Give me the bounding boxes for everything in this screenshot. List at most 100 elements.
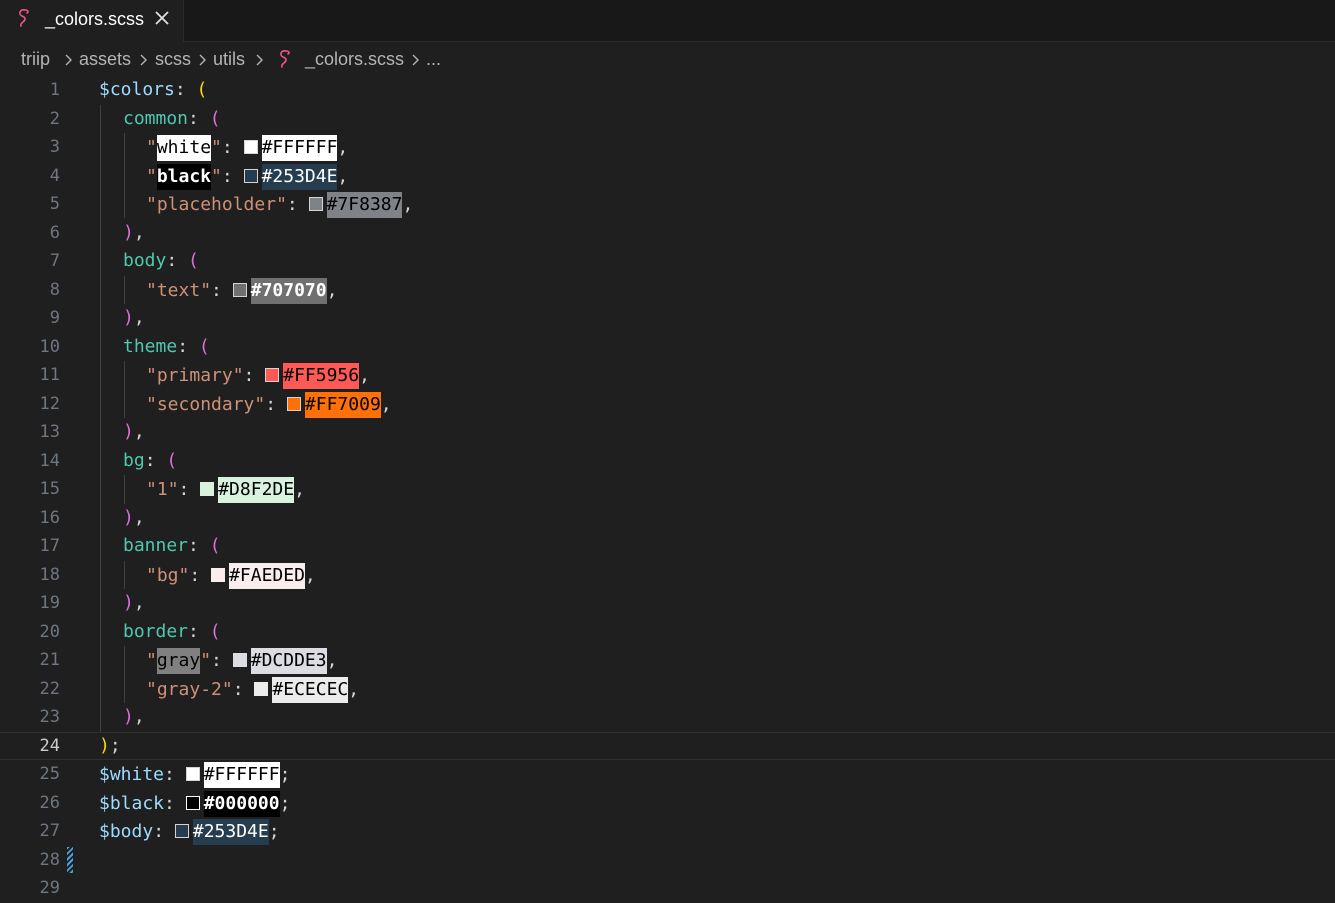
code-line[interactable]: 4 "black": #253D4E, bbox=[0, 162, 1335, 191]
line-number: 20 bbox=[39, 621, 60, 642]
line-number: 5 bbox=[49, 194, 60, 214]
color-swatch[interactable] bbox=[174, 824, 189, 838]
token-string: black bbox=[156, 163, 212, 190]
line-number: 22 bbox=[39, 678, 60, 699]
color-value: #FAEDED bbox=[229, 562, 305, 589]
code-line[interactable]: 18 "bg": #FAEDED, bbox=[0, 561, 1335, 590]
color-swatch[interactable] bbox=[243, 140, 258, 154]
line-number: 4 bbox=[49, 165, 60, 186]
breadcrumb: triip assets scss utils _colors.scss ... bbox=[0, 42, 1335, 76]
line-number: 27 bbox=[39, 821, 60, 841]
breadcrumb-item-more[interactable]: ... bbox=[426, 49, 442, 69]
code-line[interactable]: 10 theme: ( bbox=[39, 335, 210, 357]
code-line[interactable]: 9 ), bbox=[49, 307, 145, 328]
color-swatch[interactable] bbox=[286, 396, 301, 411]
line-number: 28 bbox=[39, 849, 60, 870]
token-key: theme bbox=[123, 335, 178, 357]
line-number: 1 bbox=[49, 80, 60, 100]
line-number: 24 bbox=[39, 735, 60, 756]
code-line[interactable]: 26 $black: #000000; bbox=[0, 789, 1335, 818]
modified-gutter-marker bbox=[67, 846, 73, 873]
breadcrumb-item-triip[interactable]: triip bbox=[21, 49, 51, 69]
line-number: 8 bbox=[49, 279, 60, 300]
indent-guide bbox=[124, 133, 125, 218]
indent-guide bbox=[100, 104, 101, 732]
token-variable: $colors bbox=[99, 79, 175, 100]
token-string: white bbox=[156, 135, 212, 161]
breadcrumb-item-utils[interactable]: utils bbox=[213, 49, 246, 69]
token-string: gray bbox=[156, 648, 201, 674]
line-number: 7 bbox=[49, 251, 60, 271]
tab-label: _colors.scss bbox=[45, 9, 145, 29]
tab-colors-scss[interactable]: _colors.scss bbox=[0, 0, 184, 42]
code-line[interactable]: 23 ), bbox=[39, 706, 145, 727]
code-editor[interactable]: 1 $colors: ( 2 common: ( 3 "white": #FFF… bbox=[0, 76, 1335, 898]
token-variable: $black bbox=[99, 792, 165, 814]
code-line[interactable]: 13 ), bbox=[39, 421, 145, 442]
code-line[interactable]: 17 banner: ( bbox=[39, 535, 221, 556]
token-string: 1 bbox=[156, 479, 168, 500]
color-swatch[interactable] bbox=[232, 653, 247, 667]
code-line[interactable]: 29 bbox=[0, 874, 1335, 903]
line-number: 25 bbox=[39, 764, 60, 784]
line-number: 6 bbox=[49, 222, 60, 243]
code-line[interactable]: 8 "text": #707070, bbox=[0, 276, 1335, 305]
code-line[interactable]: 6 ), bbox=[49, 221, 145, 243]
color-swatch[interactable] bbox=[200, 482, 215, 496]
color-swatch[interactable] bbox=[185, 767, 200, 781]
close-icon[interactable] bbox=[153, 7, 171, 29]
color-value: #DCDDE3 bbox=[250, 648, 327, 674]
color-value: #FFFFFF bbox=[203, 762, 280, 788]
chevron-right-icon bbox=[65, 54, 72, 66]
line-number: 23 bbox=[39, 707, 60, 727]
color-value: #253D4E bbox=[192, 819, 269, 845]
code-line[interactable]: 19 ), bbox=[39, 592, 145, 613]
color-swatch[interactable] bbox=[232, 282, 247, 297]
code-line[interactable]: 15 "1": #D8F2DE, bbox=[0, 475, 1335, 504]
token-string: secondary bbox=[156, 393, 255, 415]
breadcrumb-item-scss[interactable]: scss bbox=[155, 49, 191, 69]
code-line[interactable]: 14 bg: ( bbox=[39, 449, 178, 471]
token-key: banner bbox=[123, 535, 189, 556]
code-line[interactable]: 3 "white": #FFFFFF, bbox=[0, 133, 1335, 162]
line-number: 11 bbox=[39, 365, 60, 385]
code-line[interactable]: 27 $body: #253D4E; bbox=[0, 817, 1335, 846]
line-number: 10 bbox=[39, 336, 60, 357]
line-number: 9 bbox=[49, 308, 60, 328]
code-line[interactable]: 20 border: ( bbox=[39, 620, 221, 642]
color-swatch[interactable] bbox=[265, 368, 280, 382]
code-line[interactable]: 16 ), bbox=[39, 506, 145, 528]
color-value: #ECECEC bbox=[272, 676, 349, 703]
code-line[interactable]: 5 "placeholder": #7F8387, bbox=[0, 190, 1335, 219]
code-line[interactable]: 25 $white: #FFFFFF; bbox=[0, 760, 1335, 789]
line-number: 29 bbox=[39, 878, 60, 898]
code-line[interactable]: 1 $colors: ( bbox=[49, 79, 208, 100]
code-line[interactable]: 12 "secondary": #FF7009, bbox=[0, 390, 1335, 419]
code-line[interactable]: 28 bbox=[0, 846, 1335, 875]
line-number: 3 bbox=[49, 137, 60, 157]
line-number: 14 bbox=[39, 450, 60, 471]
indent-guide bbox=[124, 646, 125, 703]
code-line[interactable]: 22 "gray-2": #ECECEC, bbox=[0, 675, 1335, 704]
color-swatch[interactable] bbox=[308, 197, 323, 211]
line-number: 17 bbox=[39, 536, 60, 556]
token-variable: $body bbox=[99, 821, 154, 842]
color-swatch[interactable] bbox=[243, 168, 258, 183]
breadcrumb-item-assets[interactable]: assets bbox=[79, 49, 132, 69]
color-swatch[interactable] bbox=[211, 567, 226, 582]
sass-icon bbox=[280, 50, 290, 68]
breadcrumb-item-file[interactable]: _colors.scss bbox=[305, 49, 405, 69]
color-value: #707070 bbox=[250, 277, 327, 304]
token-string: placeholder bbox=[156, 194, 277, 215]
code-line[interactable]: 7 body: ( bbox=[49, 250, 199, 271]
token-string: bg bbox=[156, 564, 179, 586]
token-variable: $white bbox=[99, 764, 165, 785]
code-line[interactable]: 2 common: ( bbox=[49, 107, 221, 129]
code-line-current[interactable]: 24 ); bbox=[0, 732, 1335, 761]
color-value: #000000 bbox=[203, 790, 280, 817]
code-line[interactable]: 11 "primary": #FF5956, bbox=[0, 361, 1335, 390]
color-swatch[interactable] bbox=[185, 795, 200, 810]
color-swatch[interactable] bbox=[254, 681, 269, 696]
line-number: 19 bbox=[39, 593, 60, 613]
code-line[interactable]: 21 "gray": #DCDDE3, bbox=[0, 646, 1335, 675]
